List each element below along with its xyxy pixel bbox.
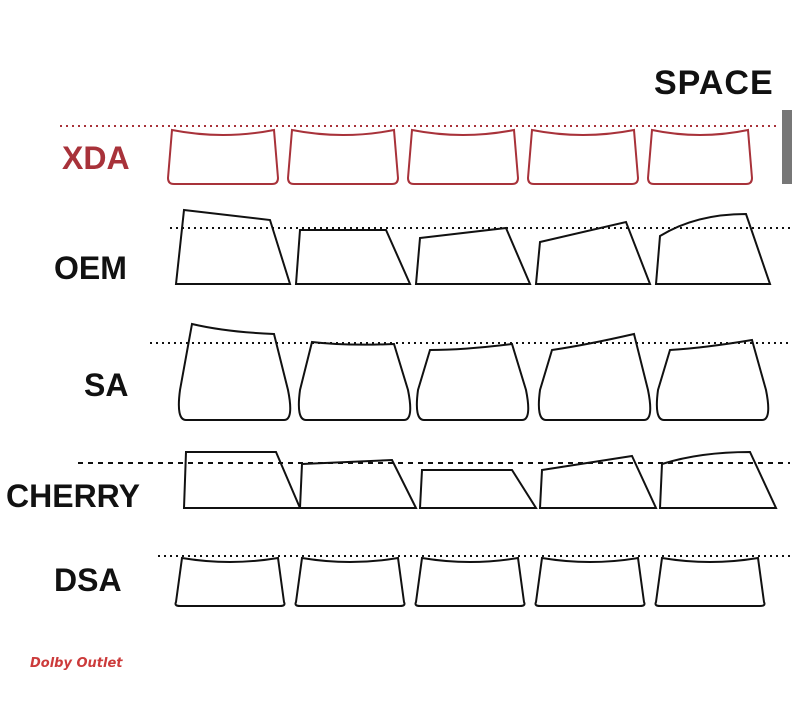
space-column-label: SPACE bbox=[654, 64, 774, 102]
dsa-keycap bbox=[174, 556, 286, 607]
row-label-dsa: DSA bbox=[54, 562, 122, 598]
oem-keycap bbox=[294, 229, 412, 285]
row-label-cherry: CHERRY bbox=[6, 478, 140, 514]
oem-keycap bbox=[534, 220, 652, 285]
sa-keycap bbox=[177, 322, 292, 421]
sa-keycap bbox=[537, 332, 652, 421]
oem-keycap bbox=[654, 212, 772, 285]
oem-keycap bbox=[414, 226, 532, 285]
cherry-keycap bbox=[658, 450, 778, 509]
cherry-keycap bbox=[538, 454, 658, 509]
row-label-sa: SA bbox=[84, 367, 129, 403]
xda-keycap bbox=[166, 128, 280, 185]
cherry-keycap bbox=[182, 451, 302, 509]
sa-keycap bbox=[297, 340, 412, 421]
space-marker-bar bbox=[782, 110, 792, 184]
oem-keycap bbox=[174, 208, 292, 285]
watermark: Dolby Outlet bbox=[30, 656, 123, 671]
row-label-xda: XDA bbox=[62, 140, 130, 176]
dsa-keycap bbox=[534, 556, 646, 607]
sa-keycap bbox=[655, 338, 770, 421]
xda-keycap bbox=[286, 128, 400, 185]
xda-keycap bbox=[526, 128, 640, 185]
dsa-keycap bbox=[294, 556, 406, 607]
dsa-keycap bbox=[414, 556, 526, 607]
dsa-keycap bbox=[654, 556, 766, 607]
cherry-keycap bbox=[418, 469, 538, 509]
sa-keycap bbox=[415, 342, 530, 421]
cherry-keycap bbox=[298, 458, 418, 509]
xda-keycap bbox=[646, 128, 754, 185]
row-label-oem: OEM bbox=[54, 250, 127, 286]
xda-keycap bbox=[406, 128, 520, 185]
